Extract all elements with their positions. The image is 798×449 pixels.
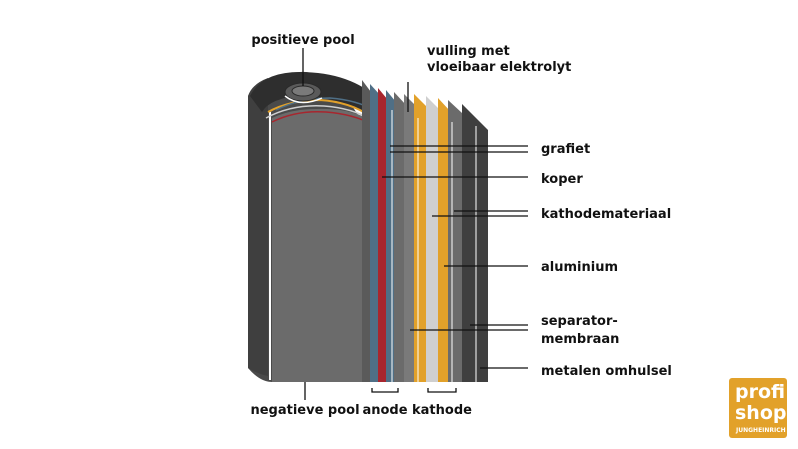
label-filling-line2: vloeibaar elektrolyt	[427, 60, 571, 75]
svg-text:JUNGHEINRICH: JUNGHEINRICH	[735, 427, 786, 434]
unrolled-layers	[362, 80, 488, 382]
label-separator-line2: membraan	[541, 332, 619, 347]
label-positive-pole: positieve pool	[251, 33, 354, 48]
label-copper: koper	[541, 172, 583, 187]
cell-cylinder	[248, 71, 380, 383]
label-separator-line1: separator-	[541, 314, 618, 329]
svg-text:profi: profi	[735, 381, 785, 403]
svg-text:shop: shop	[735, 402, 787, 424]
leader-lines	[302, 48, 528, 400]
label-aluminium: aluminium	[541, 260, 618, 275]
label-graphite: grafiet	[541, 142, 590, 157]
profishop-logo: profi shop JUNGHEINRICH	[729, 378, 787, 438]
casing-layer	[462, 104, 488, 382]
label-cathode-material: kathodemateriaal	[541, 207, 671, 222]
label-cathode: kathode	[412, 403, 472, 418]
label-metal-casing: metalen omhulsel	[541, 364, 672, 379]
label-anode: anode	[362, 403, 407, 418]
label-filling-line1: vulling met	[427, 44, 510, 59]
label-negative-pole: negatieve pool	[250, 403, 359, 418]
